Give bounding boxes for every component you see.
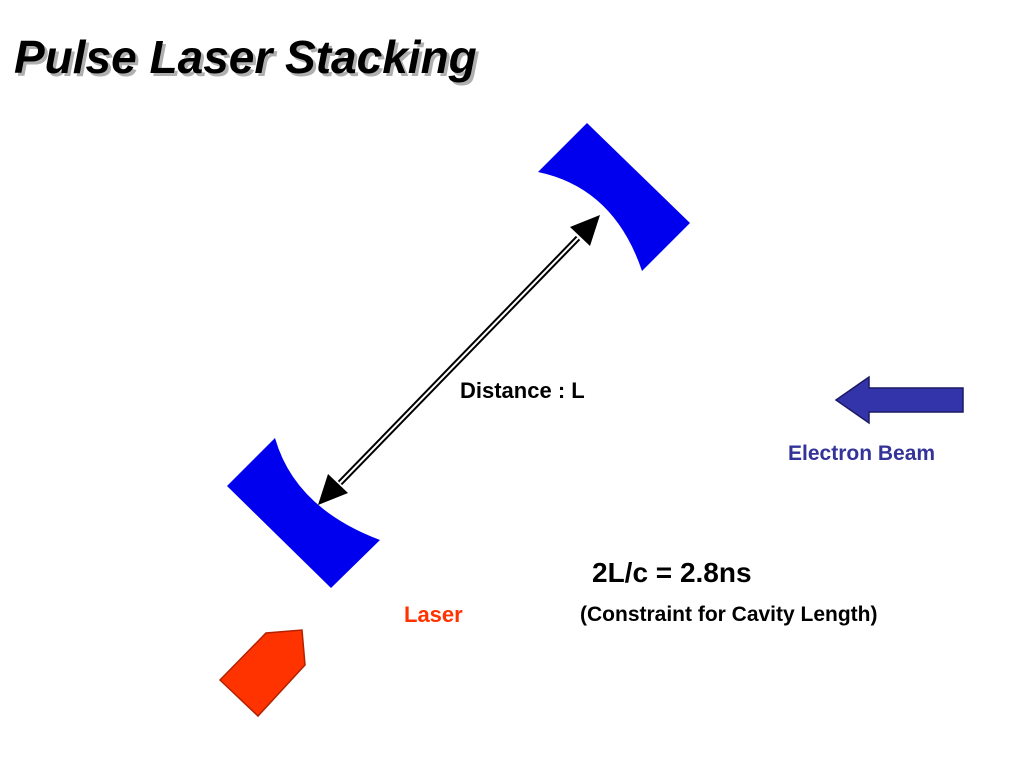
electron-beam-arrow-icon — [834, 375, 964, 425]
constraint-label: (Constraint for Cavity Length) — [580, 603, 878, 626]
electron-beam-label: Electron Beam — [788, 442, 936, 465]
lower-mirror-icon — [227, 438, 380, 588]
upper-mirror-icon — [538, 123, 690, 271]
formula-label: 2L/c = 2.8ns — [592, 557, 752, 588]
laser-label: Laser — [404, 602, 463, 627]
slide-title: Pulse Laser Stacking — [14, 31, 477, 83]
distance-label: Distance : L — [460, 378, 585, 403]
distance-arrow-icon — [318, 215, 600, 505]
laser-icon — [218, 629, 306, 718]
